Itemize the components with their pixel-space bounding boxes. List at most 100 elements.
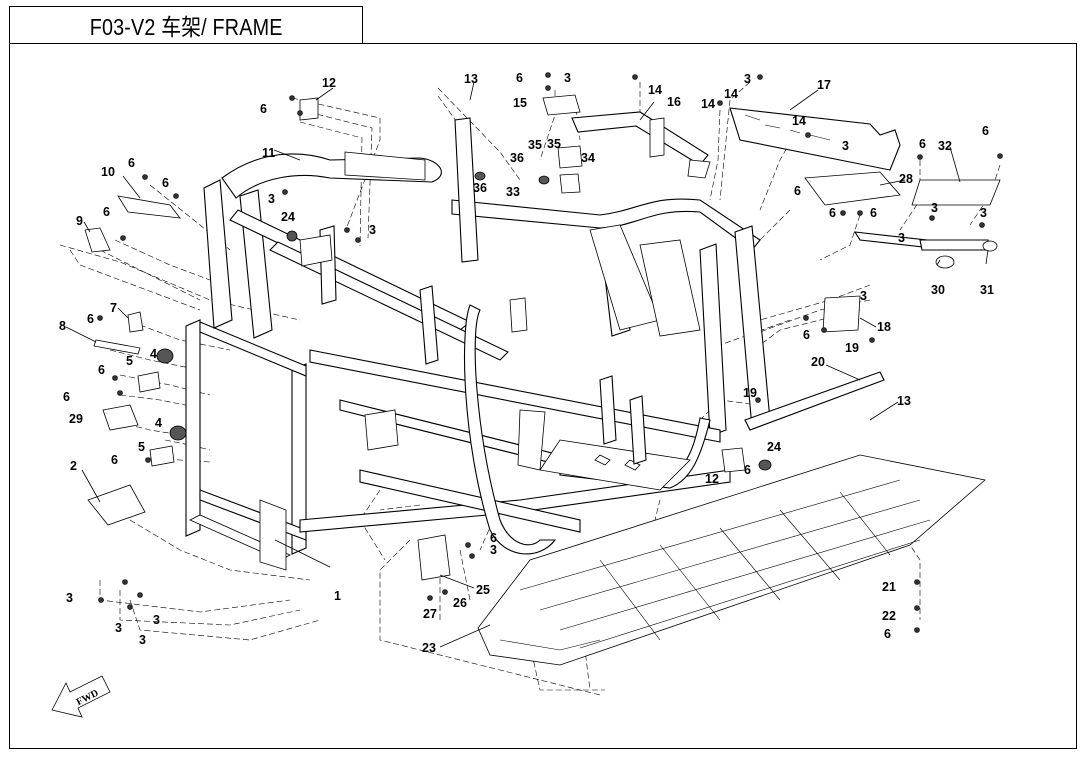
drawing-border xyxy=(9,43,1077,749)
callout-23: 23 xyxy=(422,641,436,655)
callout-6: 6 xyxy=(98,363,105,377)
callout-6: 6 xyxy=(829,206,836,220)
callout-3: 3 xyxy=(490,543,497,557)
callout-6: 6 xyxy=(516,71,523,85)
callout-14: 14 xyxy=(724,87,738,101)
callout-13: 13 xyxy=(464,72,478,86)
callout-27: 27 xyxy=(423,607,437,621)
callout-3: 3 xyxy=(842,139,849,153)
callout-12: 12 xyxy=(705,472,719,486)
part-2-bracket xyxy=(87,484,146,526)
fasteners xyxy=(97,72,1003,633)
forward-direction-arrow: FWD xyxy=(51,675,111,718)
callout-6: 6 xyxy=(744,463,751,477)
callout-3: 3 xyxy=(268,192,275,206)
callout-3: 3 xyxy=(898,231,905,245)
callout-34: 34 xyxy=(581,151,595,165)
callout-4: 4 xyxy=(150,347,157,361)
callout-3: 3 xyxy=(66,591,73,605)
callout-14: 14 xyxy=(701,97,715,111)
part-10-bracket xyxy=(117,195,181,219)
callout-14: 14 xyxy=(792,114,806,128)
callout-3: 3 xyxy=(564,71,571,85)
callout-19: 19 xyxy=(743,386,757,400)
callout-6: 6 xyxy=(490,531,497,545)
callout-31: 31 xyxy=(980,283,994,297)
upper-rear-parts xyxy=(571,107,1001,269)
part-17-rack-frame xyxy=(729,107,901,171)
part-4-bumper xyxy=(156,348,174,364)
callout-2: 2 xyxy=(70,459,77,473)
part-33-bracket xyxy=(559,173,581,194)
callout-5: 5 xyxy=(138,440,145,454)
part-9-bracket xyxy=(84,227,111,253)
callout-6: 6 xyxy=(162,176,169,190)
callout-6: 6 xyxy=(803,328,810,342)
callout-labels: 1 2 3 3 3 3 3 3 3 3 3 3 3 3 3 3 4 4 5 5 … xyxy=(59,71,994,655)
part-24-lower xyxy=(758,459,772,471)
callout-14: 14 xyxy=(648,83,662,97)
front-brackets xyxy=(84,97,333,526)
part-34-clamp xyxy=(557,145,583,169)
callout-35: 35 xyxy=(528,138,542,152)
callout-3: 3 xyxy=(153,613,160,627)
callout-3: 3 xyxy=(369,223,376,237)
center-small-parts xyxy=(417,94,885,581)
callout-3: 3 xyxy=(139,633,146,647)
callout-25: 25 xyxy=(476,583,490,597)
part-25-bracket xyxy=(417,534,451,581)
part-5-bracket-lower xyxy=(149,445,175,467)
callout-6: 6 xyxy=(87,312,94,326)
part-29-bracket xyxy=(102,404,139,431)
callout-3: 3 xyxy=(860,289,867,303)
callout-6: 6 xyxy=(103,205,110,219)
callout-26: 26 xyxy=(453,596,467,610)
callout-6: 6 xyxy=(794,184,801,198)
callout-6: 6 xyxy=(870,206,877,220)
part-24-mount xyxy=(299,234,333,267)
callout-8: 8 xyxy=(59,319,66,333)
callout-6: 6 xyxy=(260,102,267,116)
callout-22: 22 xyxy=(882,609,896,623)
callout-6: 6 xyxy=(982,124,989,138)
callout-30: 30 xyxy=(931,283,945,297)
callout-6: 6 xyxy=(919,137,926,151)
callout-11: 11 xyxy=(262,146,275,160)
main-frame-assembly xyxy=(185,117,771,571)
part-28-plate xyxy=(804,171,901,206)
callout-3: 3 xyxy=(931,201,938,215)
callout-12: 12 xyxy=(322,76,336,90)
callout-36: 36 xyxy=(510,151,524,165)
callout-6: 6 xyxy=(884,627,891,641)
callout-4: 4 xyxy=(155,416,162,430)
part-5-bracket xyxy=(137,371,161,393)
part-18-plate xyxy=(822,295,861,333)
callout-3: 3 xyxy=(744,72,751,86)
part-7-bracket xyxy=(127,311,144,333)
part-4-bumper-lower xyxy=(169,425,187,441)
callout-1: 1 xyxy=(334,589,341,603)
callout-15: 15 xyxy=(513,96,527,110)
part-12-bracket xyxy=(299,97,319,121)
callout-6: 6 xyxy=(63,390,70,404)
part-12-lower-bracket xyxy=(721,447,746,473)
callout-35: 35 xyxy=(547,137,561,151)
skid-plate xyxy=(477,454,986,666)
diagram-title: F03-V2 车架/ FRAME xyxy=(89,14,283,40)
callout-7: 7 xyxy=(110,301,117,315)
part-15-bracket xyxy=(542,94,581,116)
callout-36: 36 xyxy=(473,181,487,195)
callout-20: 20 xyxy=(811,355,825,369)
callout-33: 33 xyxy=(506,185,520,199)
callout-9: 9 xyxy=(76,214,83,228)
callout-21: 21 xyxy=(882,580,896,594)
callout-17: 17 xyxy=(817,78,831,92)
callout-3: 3 xyxy=(115,621,122,635)
callout-28: 28 xyxy=(899,172,913,186)
part-32-plate xyxy=(911,179,1001,206)
callout-19: 19 xyxy=(845,341,859,355)
part-8-rod xyxy=(93,339,141,355)
callout-6: 6 xyxy=(128,156,135,170)
